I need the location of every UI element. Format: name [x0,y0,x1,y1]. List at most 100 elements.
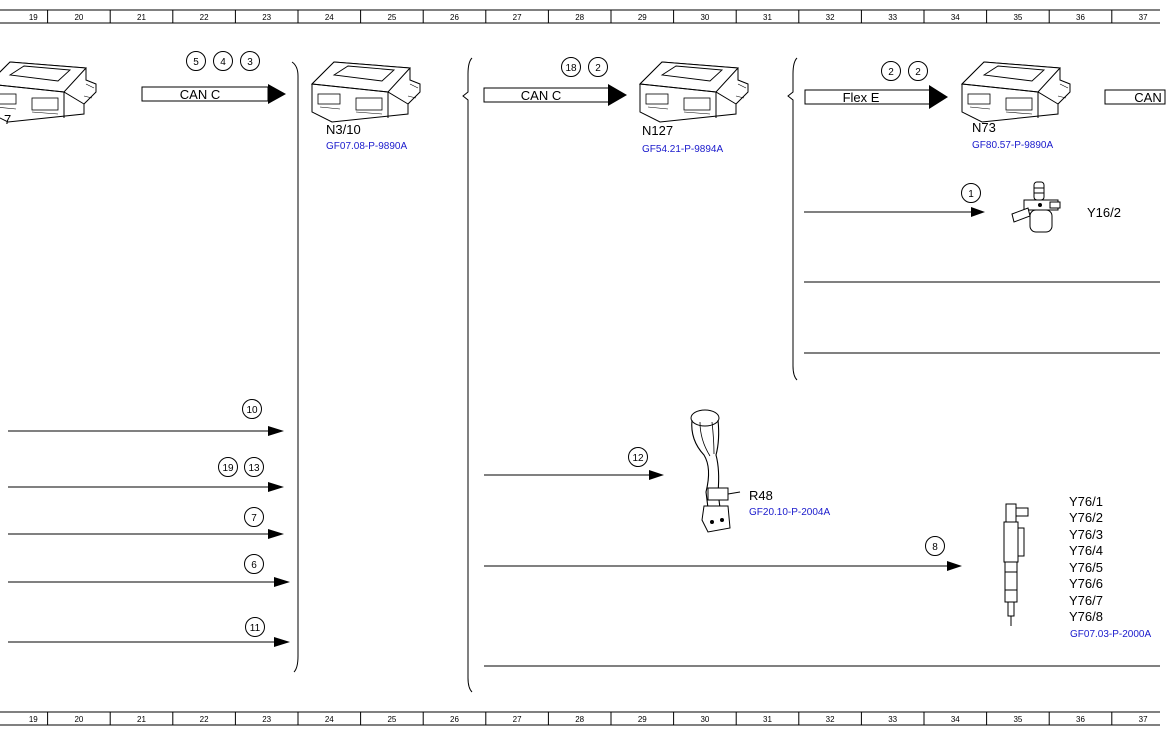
y76-label-list: Y76/1 Y76/2 Y76/3 Y76/4 Y76/5 Y76/6 Y76/… [1069,494,1103,624]
signal-10-line: 10 [8,399,284,436]
bottom-ruler-number: 36 [1076,715,1085,724]
bottom-ruler-number: 21 [137,715,146,724]
can-partial-bus-label: CAN [1134,90,1161,105]
top-ruler-number: 30 [700,13,709,22]
top-ruler-number: 27 [513,13,522,22]
bottom-ruler-number: 37 [1139,715,1148,724]
circle-5: 5 [193,57,199,68]
top-ruler-number: 31 [763,13,772,22]
top-ruler-number: 37 [1139,13,1148,22]
top-ruler-number: 35 [1013,13,1022,22]
bottom-ruler-number: 25 [387,715,396,724]
y76-label-2: Y76/2 [1069,510,1103,525]
top-ruler-number: 28 [575,13,584,22]
top-ruler-number: 20 [74,13,83,22]
circle-6: 6 [251,560,257,571]
y76-label-5: Y76/5 [1069,560,1103,575]
section-bracket-3 [787,57,798,381]
top-ruler: 19 20 21 22 23 24 25 26 27 28 29 30 31 32 33 34 35 36 37 [0,9,1160,24]
y16-2-valve-icon[interactable] [1011,181,1061,233]
flex-e-bus-label: Flex E [843,90,880,105]
top-ruler-number: 24 [325,13,334,22]
circle-2: 2 [595,63,601,74]
circle-4: 4 [220,57,226,68]
y76-label-7: Y76/7 [1069,593,1103,608]
top-ruler-number: 25 [387,13,396,22]
y76-ref-link[interactable]: GF07.03-P-2000A [1070,629,1151,640]
bottom-ruler-number: 33 [888,715,897,724]
top-ruler-number: 29 [638,13,647,22]
can-c-bus-1[interactable]: CAN C [141,84,286,104]
bottom-ruler-number: 30 [700,715,709,724]
y76-label-6: Y76/6 [1069,576,1103,591]
n127-ecu-icon[interactable] [639,61,749,123]
circle-11: 11 [250,623,261,634]
y76-label-8: Y76/8 [1069,609,1103,624]
left-partial-ecu-icon [0,61,97,123]
circle-13: 13 [248,463,260,474]
bottom-ruler-number: 24 [325,715,334,724]
n127-label: N127 [642,123,673,138]
n73-label: N73 [972,120,996,135]
circle-12: 12 [632,453,644,464]
y76-label-3: Y76/3 [1069,527,1103,542]
can-c-bus-2-label: CAN C [521,88,561,103]
n127-ref-link[interactable]: GF54.21-P-9894A [642,144,723,155]
y76-label-4: Y76/4 [1069,543,1103,558]
n73-ref-link[interactable]: GF80.57-P-9890A [972,140,1053,151]
signal-7-line: 7 [8,507,284,539]
signal-1-line: 1 [804,183,985,217]
flex-e-bus-circles: 2 2 [881,61,928,81]
signal-6-line: 6 [8,554,290,587]
top-ruler-number: 22 [200,13,209,22]
top-ruler-number: 26 [450,13,459,22]
circle-3: 3 [247,57,253,68]
bottom-ruler-number: 28 [575,715,584,724]
signal-8-line: 8 [484,536,962,571]
n73-ecu-icon[interactable] [961,61,1071,123]
circle-8: 8 [932,542,938,553]
top-ruler-number: 21 [137,13,146,22]
left-partial-ecu-label: 7 [4,112,11,127]
y76-injector-icon[interactable] [1003,503,1029,626]
can-c-bus-1-circles: 5 4 3 [186,51,260,71]
bottom-ruler-number: 29 [638,715,647,724]
bottom-ruler-number: 23 [262,715,271,724]
r48-heater-icon[interactable] [690,409,741,533]
top-ruler-number: 33 [888,13,897,22]
circle-10: 10 [246,405,258,416]
can-c-bus-2[interactable]: CAN C [483,84,627,106]
bottom-ruler-number: 35 [1013,715,1022,724]
circle-7: 7 [251,513,257,524]
n3-10-ref-link[interactable]: GF07.08-P-9890A [326,141,407,152]
y76-label-1: Y76/1 [1069,494,1103,509]
can-partial-bus[interactable]: CAN [1104,89,1166,105]
top-ruler-number: 23 [262,13,271,22]
bottom-ruler-number: 34 [951,715,960,724]
bottom-ruler-number: 27 [513,715,522,724]
section-bracket-2 [462,57,473,693]
top-ruler-number: 34 [951,13,960,22]
bottom-ruler-number: 26 [450,715,459,724]
can-c-bus-1-label: CAN C [180,87,220,102]
bottom-ruler-number: 31 [763,715,772,724]
signal-11-line: 11 [8,617,290,647]
flex-e-bus[interactable]: Flex E [804,85,948,109]
bottom-ruler-number: 32 [826,715,835,724]
circle-2a: 2 [888,67,894,78]
top-ruler-number: 36 [1076,13,1085,22]
bottom-ruler-number: 20 [74,715,83,724]
n3-10-label: N3/10 [326,122,361,137]
circle-18: 18 [565,63,577,74]
top-ruler-number: 19 [29,13,38,22]
r48-ref-link[interactable]: GF20.10-P-2004A [749,507,830,518]
n3-10-ecu-icon[interactable] [311,61,421,123]
bottom-ruler-number: 22 [200,715,209,724]
y16-2-label: Y16/2 [1087,205,1121,220]
top-ruler-number: 32 [826,13,835,22]
circle-1: 1 [968,189,974,200]
circle-2b: 2 [915,67,921,78]
signal-19-13-line: 19 13 [8,457,284,492]
